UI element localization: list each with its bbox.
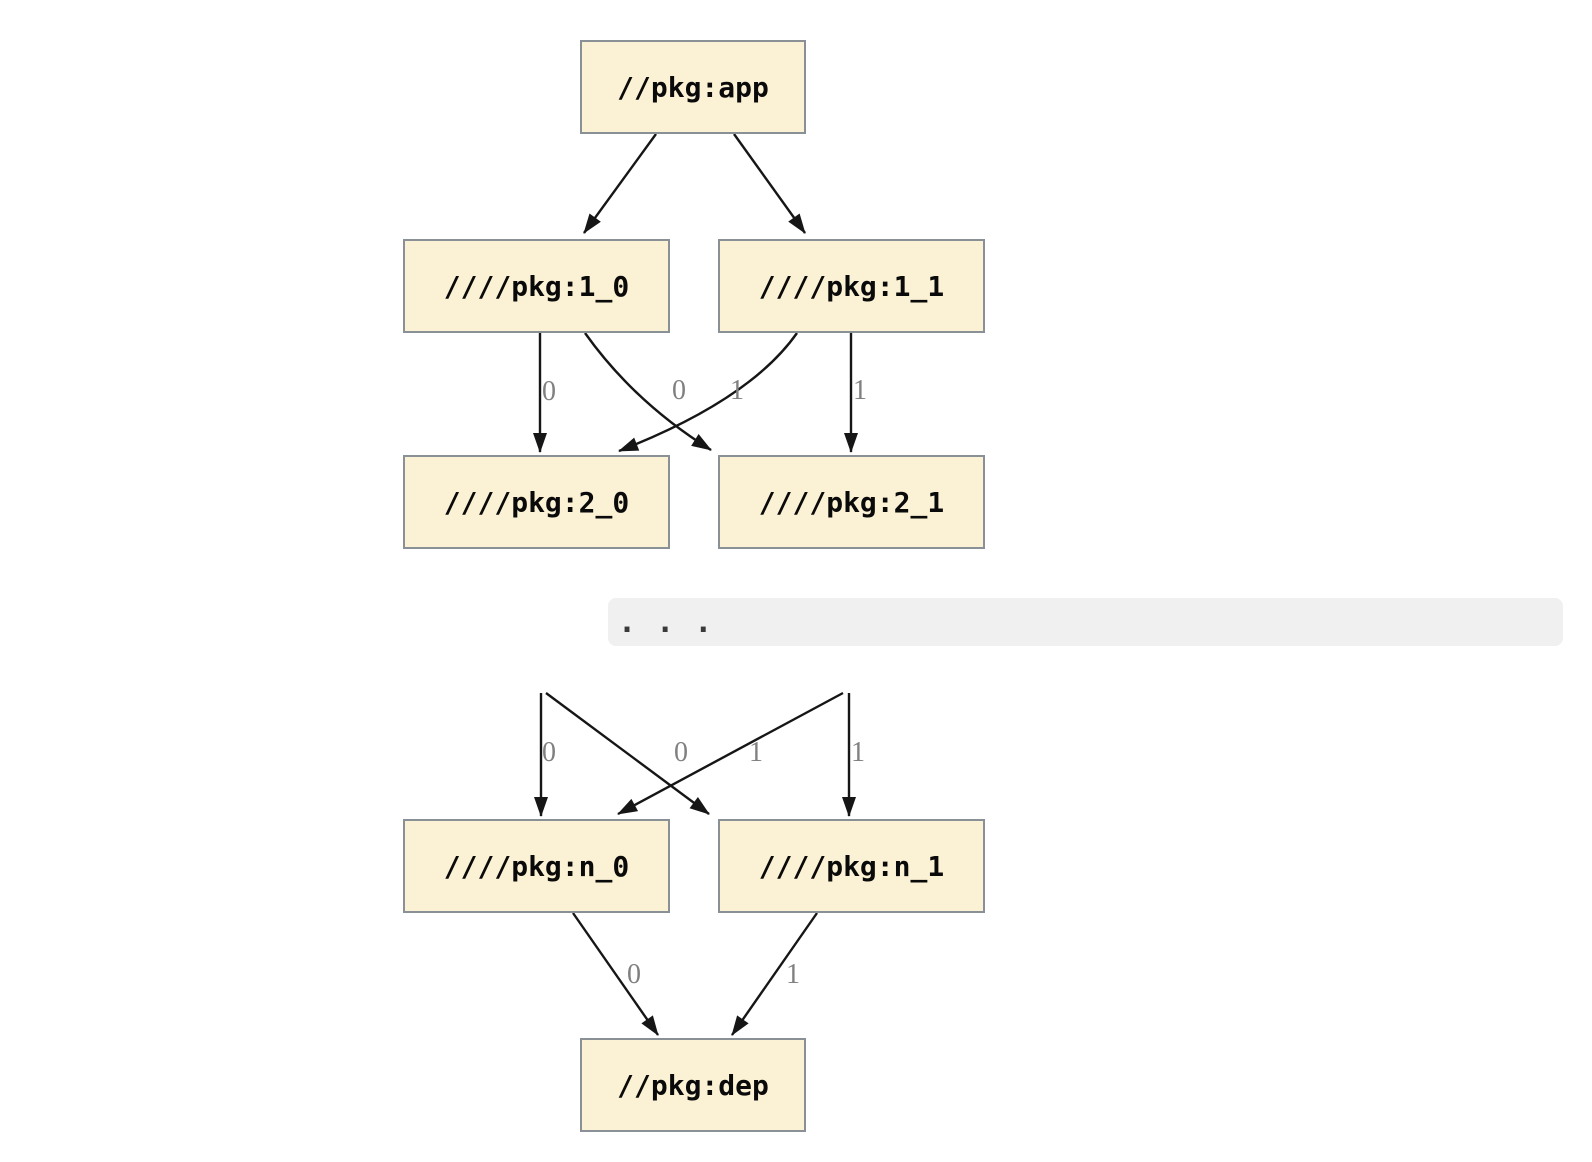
edge-app-to-1_0 [583, 133, 657, 234]
edge-label: 0 [542, 737, 556, 768]
node-pkg-1_0: ////pkg:1_0 [403, 239, 670, 333]
node-label: ////pkg:1_0 [443, 269, 630, 303]
ellipsis-band: . . . [608, 598, 1563, 646]
edge-label: 0 [674, 737, 688, 768]
edge-label: 0 [542, 376, 556, 407]
node-pkg-app: //pkg:app [580, 40, 806, 134]
node-pkg-2_1: ////pkg:2_1 [718, 455, 985, 549]
node-pkg-n_0: ////pkg:n_0 [403, 819, 670, 913]
edge-label: 0 [672, 375, 686, 406]
edge-label: 0 [627, 959, 641, 990]
edge-1_1-to-2_0 [618, 332, 798, 453]
edge-1_0-to-2_1 [584, 332, 712, 452]
edge-label: 1 [851, 737, 865, 768]
node-pkg-2_0: ////pkg:2_0 [403, 455, 670, 549]
node-pkg-n_1: ////pkg:n_1 [718, 819, 985, 913]
edge-label: 1 [786, 959, 800, 990]
edge-label: 1 [853, 375, 867, 406]
edge-n_1-to-dep [731, 912, 818, 1036]
node-pkg-dep: //pkg:dep [580, 1038, 806, 1132]
edge-ellipsis-to-n_0-cross [617, 691, 844, 816]
edge-app-to-1_1 [733, 133, 806, 234]
node-label: ////pkg:1_1 [758, 269, 945, 303]
edge-ellipsis-to-n_1-cross [545, 692, 710, 815]
ellipsis-dots: . . . [618, 604, 714, 640]
node-label: //pkg:dep [617, 1068, 769, 1102]
node-label: //pkg:app [617, 70, 769, 104]
node-label: ////pkg:2_0 [443, 485, 630, 519]
node-pkg-1_1: ////pkg:1_1 [718, 239, 985, 333]
edge-label: 1 [749, 737, 763, 768]
node-label: ////pkg:n_1 [758, 849, 945, 883]
node-label: ////pkg:2_1 [758, 485, 945, 519]
edge-n_0-to-dep [572, 912, 659, 1036]
node-label: ////pkg:n_0 [443, 849, 630, 883]
edge-label: 1 [730, 375, 744, 406]
